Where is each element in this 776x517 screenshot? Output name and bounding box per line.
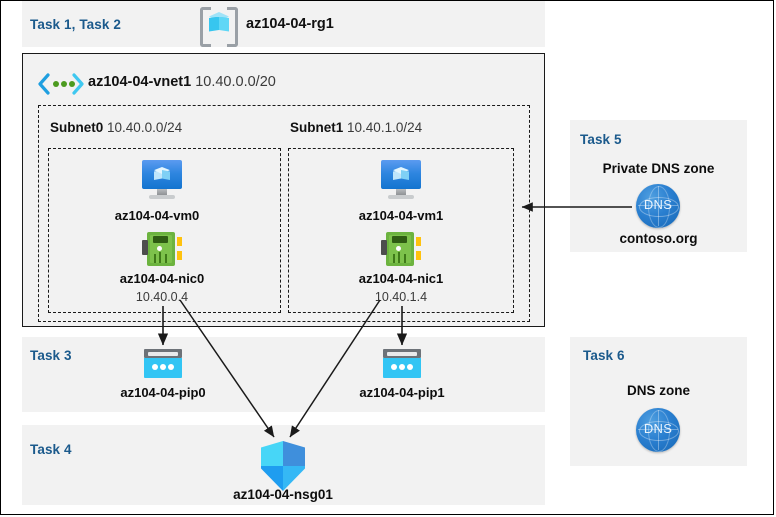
virtual-network-name: az104-04-vnet1 — [88, 74, 192, 90]
public-ip-panel — [22, 337, 545, 412]
nsg-label: az104-04-nsg01 — [233, 487, 333, 502]
network-interface-icon — [142, 232, 182, 266]
subnet0-title: Subnet0 10.40.0.0/24 — [50, 120, 182, 135]
virtual-machine-icon — [379, 160, 423, 200]
vm0-label: az104-04-vm0 — [114, 208, 200, 223]
subnet0-cidr: 10.40.0.0/24 — [107, 120, 183, 135]
pip0-label: az104-04-pip0 — [120, 385, 206, 400]
subnets-container — [38, 105, 530, 322]
resource-group-name: az104-04-rg1 — [246, 16, 334, 32]
subnet1-title: Subnet1 10.40.1.0/24 — [290, 120, 422, 135]
task-label-3: Task 3 — [30, 348, 72, 363]
private-dns-zone-title: Private DNS zone — [602, 161, 715, 176]
task-label-4: Task 4 — [30, 442, 72, 457]
resource-group-panel — [22, 1, 545, 47]
nic1-label: az104-04-nic1 — [358, 271, 444, 286]
subnet0-box — [48, 148, 281, 313]
resource-group-icon — [200, 7, 238, 47]
public-ip-icon — [383, 349, 421, 379]
subnet1-box — [288, 148, 514, 313]
virtual-network-box — [22, 53, 545, 327]
subnet1-name: Subnet1 — [290, 120, 344, 135]
task-label-1-2: Task 1, Task 2 — [30, 17, 121, 32]
subnet0-name: Subnet0 — [50, 120, 104, 135]
virtual-network-title: az104-04-vnet1 10.40.0.0/20 — [88, 74, 276, 90]
virtual-network-icon — [38, 72, 84, 96]
virtual-machine-icon — [140, 160, 184, 200]
vm1-label: az104-04-vm1 — [358, 208, 444, 223]
dns-zone-title: DNS zone — [626, 383, 690, 398]
dns-zone-icon: DNS — [636, 184, 680, 228]
dns-icon-text: DNS — [643, 197, 673, 212]
pip1-label: az104-04-pip1 — [359, 385, 445, 400]
network-security-group-shield-icon — [261, 441, 305, 491]
virtual-network-cidr: 10.40.0.0/20 — [195, 74, 276, 90]
dns-icon-text: DNS — [643, 421, 673, 436]
network-interface-icon — [381, 232, 421, 266]
nic0-label: az104-04-nic0 — [119, 271, 205, 286]
private-dns-zone-name: contoso.org — [619, 231, 698, 246]
dns-zone-icon: DNS — [636, 408, 680, 452]
nic1-ip: 10.40.1.4 — [374, 290, 428, 304]
nic0-ip: 10.40.0.4 — [135, 290, 189, 304]
task-label-5: Task 5 — [580, 132, 622, 147]
task-label-6: Task 6 — [583, 348, 625, 363]
subnet1-cidr: 10.40.1.0/24 — [347, 120, 423, 135]
public-ip-icon — [144, 349, 182, 379]
